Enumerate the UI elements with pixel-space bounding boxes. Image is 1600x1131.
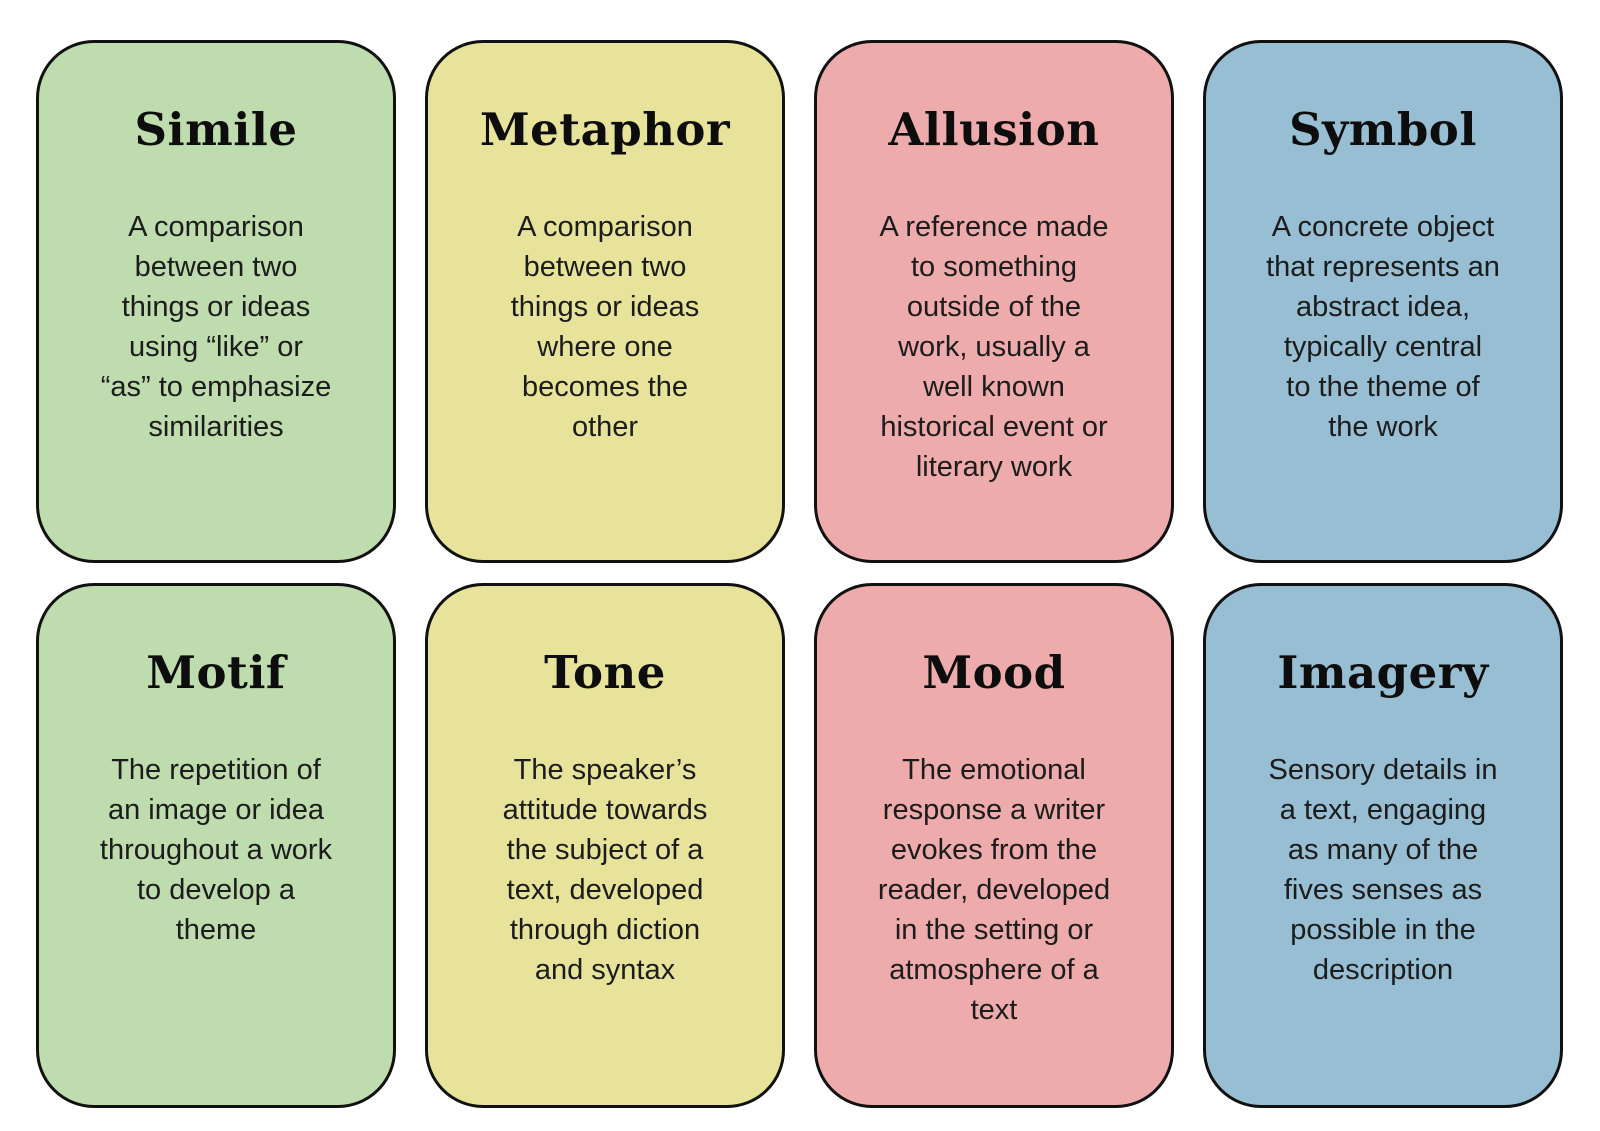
- card-title-symbol: Symbol: [1289, 103, 1477, 156]
- card-symbol: Symbol A concrete object that represents…: [1203, 40, 1563, 563]
- card-imagery: Imagery Sensory details in a text, engag…: [1203, 583, 1563, 1108]
- card-definition-allusion: A reference made to something outside of…: [879, 211, 1109, 483]
- card-metaphor: Metaphor A comparison between two things…: [425, 40, 785, 563]
- card-definition-tone: The speaker’s attitude towards the subje…: [502, 754, 708, 986]
- card-definition-imagery: Sensory details in a text, engaging as m…: [1268, 754, 1498, 986]
- card-title-tone: Tone: [544, 646, 666, 699]
- card-tone: Tone The speaker’s attitude towards the …: [425, 583, 785, 1108]
- card-definition-symbol: A concrete object that represents an abs…: [1266, 211, 1500, 443]
- card-allusion: Allusion A reference made to something o…: [814, 40, 1174, 563]
- card-title-motif: Motif: [146, 646, 286, 699]
- card-title-imagery: Imagery: [1277, 646, 1489, 699]
- card-mood: Mood The emotional response a writer evo…: [814, 583, 1174, 1108]
- card-title-simile: Simile: [134, 103, 298, 156]
- card-motif: Motif The repetition of an image or idea…: [36, 583, 396, 1108]
- card-simile: Simile A comparison between two things o…: [36, 40, 396, 563]
- flashcard-grid: Simile A comparison between two things o…: [36, 40, 1563, 1108]
- card-title-mood: Mood: [922, 646, 1066, 699]
- card-definition-simile: A comparison between two things or ideas…: [100, 211, 332, 443]
- card-title-allusion: Allusion: [888, 103, 1100, 156]
- card-definition-mood: The emotional response a writer evokes f…: [877, 754, 1111, 1026]
- card-definition-motif: The repetition of an image or idea throu…: [99, 754, 333, 946]
- card-title-metaphor: Metaphor: [479, 103, 731, 156]
- card-definition-metaphor: A comparison between two things or ideas…: [510, 211, 700, 443]
